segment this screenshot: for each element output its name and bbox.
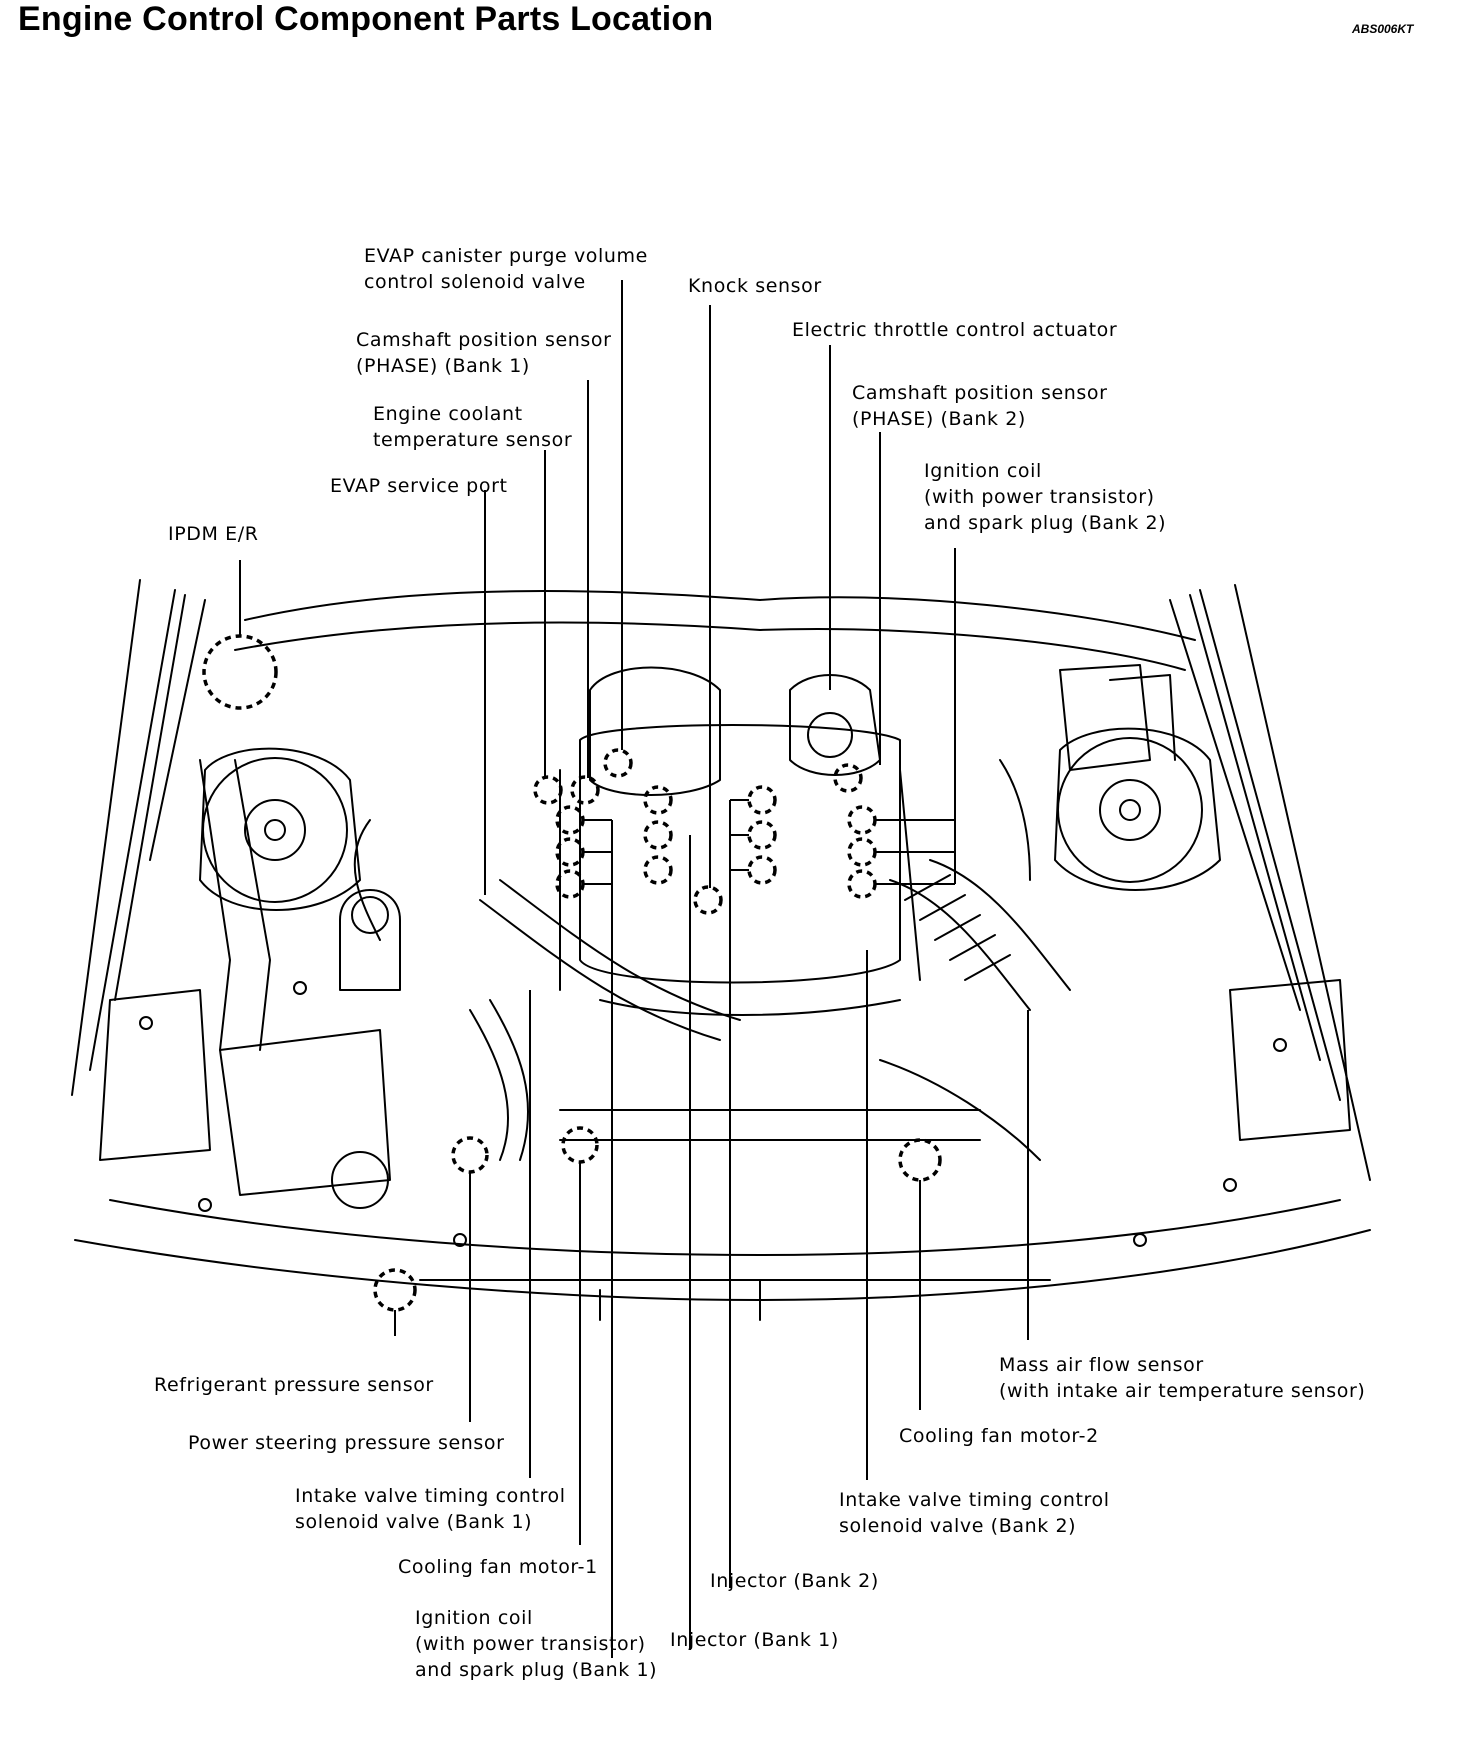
label-intake-valve-timing-bank1: Intake valve timing control solenoid val… <box>295 1485 566 1533</box>
page-title: Engine Control Component Parts Location <box>18 0 714 38</box>
label-engine-coolant-temp-sensor: Engine coolant temperature sensor <box>373 403 573 451</box>
label-ignition-coil-bank1: Ignition coil (with power transistor) an… <box>415 1607 658 1681</box>
label-mass-air-flow-sensor: Mass air flow sensor (with intake air te… <box>999 1354 1366 1402</box>
label-evap-service-port: EVAP service port <box>330 475 508 497</box>
label-electric-throttle-actuator: Electric throttle control actuator <box>792 319 1118 341</box>
label-refrigerant-pressure-sensor: Refrigerant pressure sensor <box>154 1374 434 1396</box>
leader-lines <box>239 280 1029 1658</box>
label-ignition-coil-bank2: Ignition coil (with power transistor) an… <box>924 460 1167 534</box>
engine-bay-illustration <box>71 579 1371 1321</box>
label-camshaft-sensor-bank1: Camshaft position sensor (PHASE) (Bank 1… <box>356 329 612 377</box>
label-power-steering-pressure-sensor: Power steering pressure sensor <box>188 1432 505 1454</box>
label-ipdm-er: IPDM E/R <box>168 523 259 545</box>
label-intake-valve-timing-bank2: Intake valve timing control solenoid val… <box>839 1489 1110 1537</box>
label-evap-canister-purge-valve: EVAP canister purge volume control solen… <box>364 245 648 293</box>
label-cooling-fan-motor-1: Cooling fan motor-1 <box>398 1556 598 1578</box>
callout-markers <box>202 634 942 1312</box>
label-injector-bank1: Injector (Bank 1) <box>670 1629 839 1651</box>
label-camshaft-sensor-bank2: Camshaft position sensor (PHASE) (Bank 2… <box>852 382 1108 430</box>
document-code: ABS006KT <box>1352 22 1414 36</box>
label-knock-sensor: Knock sensor <box>688 275 822 297</box>
label-cooling-fan-motor-2: Cooling fan motor-2 <box>899 1425 1099 1447</box>
label-injector-bank2: Injector (Bank 2) <box>710 1570 879 1592</box>
